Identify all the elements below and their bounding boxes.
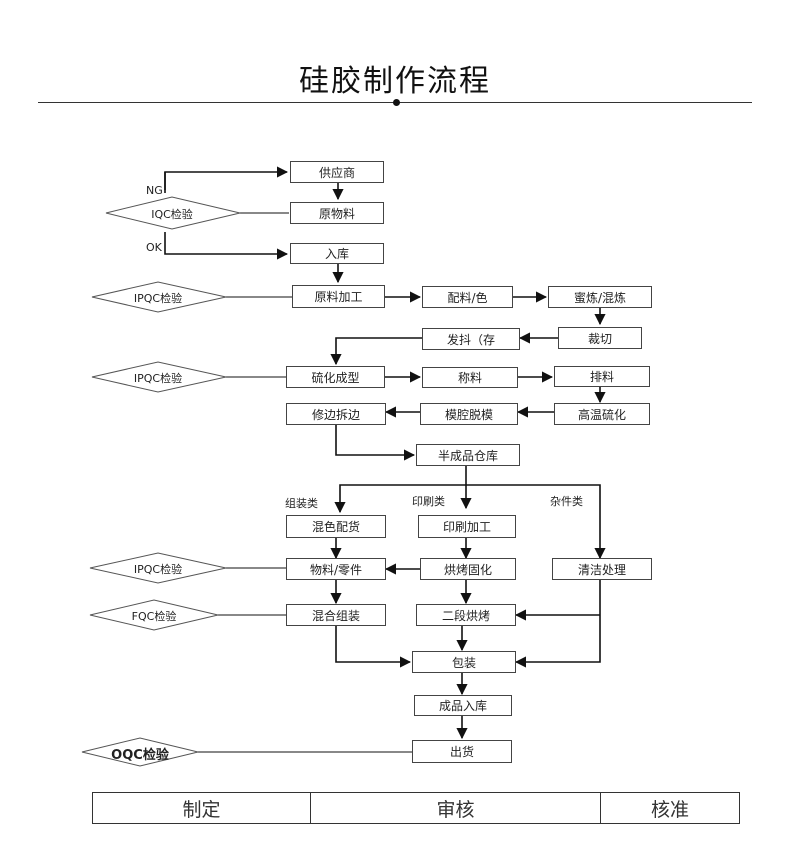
ipqc1-label: IPQC检验: [133, 292, 183, 305]
assembly-branch-label: 组装类: [285, 497, 318, 510]
branch-right: [466, 484, 606, 560]
box-second-baking: 二段烘烤: [416, 604, 516, 626]
title-divider-dot: [393, 99, 400, 106]
box-mixing-color: 配料/色: [422, 286, 513, 308]
ipqc3-diamond: [89, 552, 227, 584]
signoff-approved: 核准: [650, 798, 689, 821]
iqc-diamond: [105, 196, 241, 230]
arrow-clean-to-packaging: [514, 580, 601, 668]
box-shipping: 出货: [412, 740, 512, 763]
box-dispatch: 发抖（存: [422, 328, 520, 350]
ok-label: OK: [146, 241, 162, 254]
box-high-temp-vulcanize: 高温硫化: [554, 403, 650, 425]
box-baking-cure: 烘烤固化: [420, 558, 516, 580]
branch-left: [334, 484, 466, 514]
box-demolding: 模腔脱模: [420, 403, 518, 425]
printing-branch-label: 印刷类: [412, 495, 445, 508]
box-finished-warehouse: 成品入库: [414, 695, 512, 716]
box-mixed-color-goods: 混色配货: [286, 515, 386, 538]
ipqc1-diamond: [91, 281, 227, 313]
signoff-table: 制定 审核 核准: [92, 792, 740, 824]
arrow-ok-to-warehouse: [164, 232, 289, 260]
box-raw-processing: 原料加工: [292, 285, 385, 308]
arrow-trimming-to-semi: [335, 423, 416, 461]
box-cutting: 裁切: [558, 327, 642, 349]
fqc-label: FQC检验: [131, 610, 177, 623]
signoff-reviewed: 审核: [311, 793, 601, 823]
arrow-dispatch-to-vulcanize: [330, 337, 422, 366]
box-semi-warehouse: 半成品仓库: [416, 444, 520, 466]
ng-label: NG: [146, 184, 163, 197]
iqc-label: IQC检验: [151, 208, 193, 221]
ipqc2-label: IPQC检验: [133, 372, 183, 385]
box-raw-material: 原物料: [290, 202, 384, 224]
box-supplier: 供应商: [290, 161, 384, 183]
arrow-ng-supplier: [164, 166, 289, 193]
misc-branch-label: 杂件类: [550, 495, 583, 508]
box-print-processing: 印刷加工: [418, 515, 516, 538]
box-weighing: 称料: [422, 367, 518, 388]
oqc-label: OQC检验: [111, 748, 169, 763]
arrow-assembly-to-packaging: [335, 626, 412, 668]
box-mixed-assembly: 混合组装: [286, 604, 386, 626]
signoff-prepared: 制定: [93, 793, 311, 823]
box-cleaning: 清洁处理: [552, 558, 652, 580]
ipqc3-label: IPQC检验: [133, 563, 183, 576]
ipqc2-diamond: [91, 361, 227, 393]
box-packaging: 包装: [412, 651, 516, 673]
box-parts: 物料/零件: [286, 558, 386, 580]
box-milling: 蜜炼/混炼: [548, 286, 652, 308]
box-arranging: 排料: [554, 366, 650, 387]
fqc-diamond: [89, 599, 219, 631]
box-vulcanize-forming: 硫化成型: [286, 366, 385, 388]
box-warehouse-in: 入库: [290, 243, 384, 264]
page-title: 硅胶制作流程: [299, 64, 491, 99]
box-trimming: 修边拆边: [286, 403, 386, 425]
oqc-diamond: [81, 737, 199, 767]
